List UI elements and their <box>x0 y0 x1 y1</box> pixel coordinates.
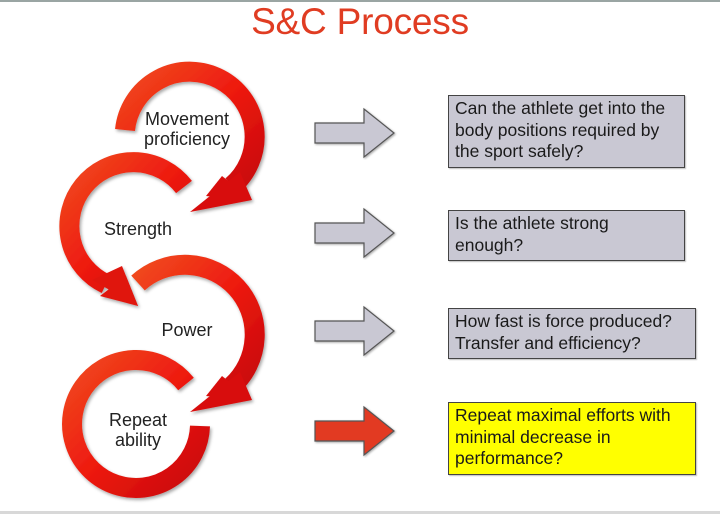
question-line: Can the athlete get into the <box>455 98 666 118</box>
right-arrow-icon <box>314 305 395 357</box>
right-arrow-icon <box>314 107 395 159</box>
stage-label-strength: Strength <box>88 219 188 239</box>
question-box-repeat-ability: Repeat maximal efforts with minimal decr… <box>448 402 696 475</box>
question-box-power: How fast is force produced? Transfer and… <box>448 308 696 359</box>
question-line: enough? <box>455 234 524 255</box>
bottom-band <box>0 511 720 514</box>
question-line: Is the athlete strong <box>455 213 609 233</box>
question-line: Repeat maximal efforts with <box>455 405 671 425</box>
cycle-arrow-power <box>131 254 265 412</box>
question-line: performance? <box>455 448 563 468</box>
label-line: ability <box>114 430 162 450</box>
label-line: Repeat <box>108 410 168 430</box>
label-line: Power <box>161 320 213 340</box>
question-line: How fast is force produced? <box>455 311 672 331</box>
process-cycle-diagram <box>59 61 265 498</box>
top-rule <box>0 0 720 2</box>
question-line: Transfer and efficiency? <box>455 332 641 353</box>
slide-title: S&C Process <box>251 1 469 42</box>
stage-label-repeat-ability: Repeat ability <box>88 410 188 450</box>
question-line: the sport safely? <box>455 141 584 161</box>
question-line: minimal decrease in <box>455 426 611 447</box>
question-box-strength: Is the athlete strong enough? <box>448 210 685 261</box>
question-line: body positions required by <box>455 119 660 140</box>
stage-label-power: Power <box>137 320 237 340</box>
right-arrow-icon <box>314 405 395 457</box>
cycle-arrow-movement-proficiency <box>115 61 265 212</box>
right-arrow-icon <box>314 207 395 259</box>
label-line: Strength <box>103 219 173 239</box>
cycle-arrow-strength <box>59 152 192 306</box>
label-line: proficiency <box>143 129 231 149</box>
cycle-arrow-repeat-ability <box>62 350 210 498</box>
label-line: Movement <box>144 109 230 129</box>
stage-label-movement-proficiency: Movement proficiency <box>128 109 246 149</box>
question-box-movement-proficiency: Can the athlete get into the body positi… <box>448 95 685 168</box>
